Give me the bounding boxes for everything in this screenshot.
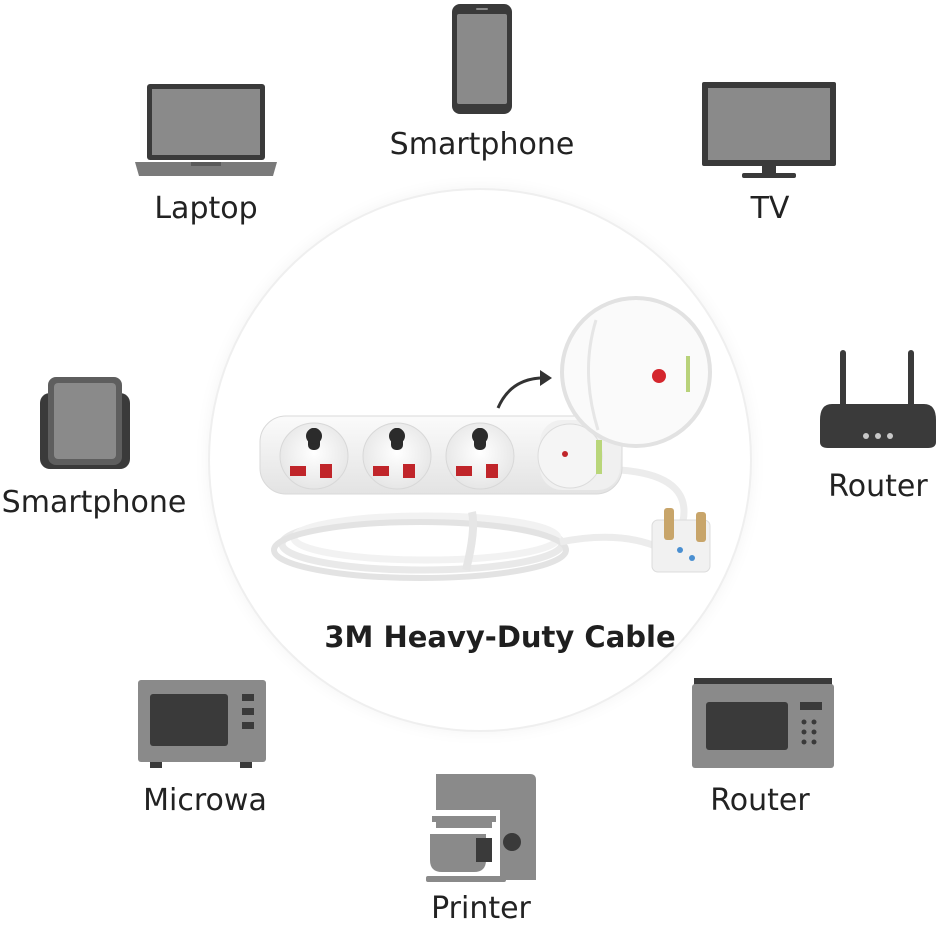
extension-board-image bbox=[259, 296, 712, 581]
coffee-maker-icon bbox=[426, 774, 536, 882]
tv-label: TV bbox=[750, 191, 790, 226]
printer-label: Printer bbox=[431, 891, 531, 926]
microwave-label: Microwa bbox=[143, 783, 267, 818]
laptop-icon bbox=[135, 84, 277, 176]
microwave-icon bbox=[138, 680, 266, 768]
laptop-label: Laptop bbox=[154, 191, 258, 226]
microwave-icon-2 bbox=[692, 678, 834, 768]
router-icon bbox=[820, 350, 936, 448]
smartphone-left-label: Smartphone bbox=[1, 485, 187, 520]
router-bottom-label: Router bbox=[710, 783, 810, 818]
tv-icon bbox=[702, 82, 836, 178]
phone-dock-icon bbox=[40, 377, 130, 469]
smartphone-icon bbox=[452, 4, 512, 114]
smartphone-top-label: Smartphone bbox=[389, 127, 575, 162]
product-caption: 3M Heavy-Duty Cable bbox=[324, 620, 676, 654]
router-right-label: Router bbox=[828, 469, 928, 504]
